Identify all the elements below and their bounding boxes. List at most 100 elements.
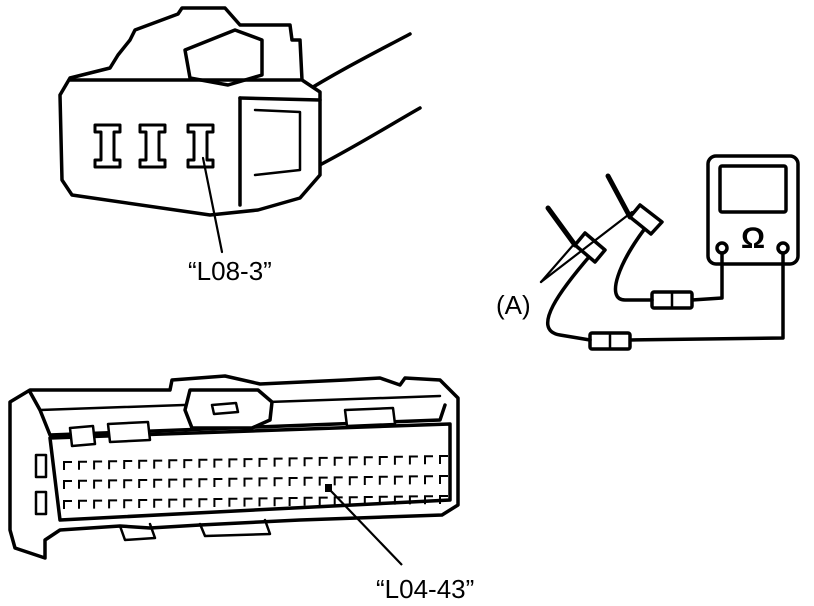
small-connector <box>58 6 422 254</box>
pin-cavity <box>348 476 358 486</box>
pin-cavity <box>123 460 133 469</box>
pin-cavity <box>424 475 433 485</box>
pin-cavity <box>138 459 148 469</box>
leader-line-l04-43 <box>329 489 403 566</box>
connector-wire-upper <box>298 32 412 97</box>
pin-cavity <box>378 495 388 505</box>
pin-cavity <box>439 455 448 464</box>
connector-lock-tab <box>183 28 264 87</box>
pin-cavity <box>408 455 418 465</box>
ohm-symbol: Ω <box>741 222 765 255</box>
pin-cavity-grid <box>63 455 448 509</box>
pin-cavity <box>424 495 433 505</box>
pin-cavity <box>288 477 298 486</box>
pin-cavity <box>183 498 193 508</box>
pin-cavity <box>108 499 118 509</box>
pin-cavity <box>333 476 343 486</box>
pin-cavity <box>393 495 403 505</box>
pin-cavity <box>333 456 343 466</box>
pin-cavity <box>243 497 253 507</box>
large-connector-face <box>48 422 452 522</box>
pin-cavity <box>273 457 283 467</box>
pin-cavity <box>183 459 193 469</box>
pin-cavity <box>198 498 208 508</box>
terminal-slots <box>93 123 215 169</box>
ohmmeter-assembly <box>539 154 800 351</box>
callout-line-a-2 <box>539 210 634 284</box>
label-a: (A) <box>496 290 531 320</box>
test-probe-1 <box>545 205 607 264</box>
connector-wire-lower <box>308 106 422 172</box>
pin-cavity <box>348 496 358 506</box>
pin-cavity <box>288 457 298 467</box>
pin-cavity <box>138 479 148 488</box>
pin-cavity <box>93 479 103 489</box>
terminal-slot-1 <box>93 123 122 169</box>
pin-cavity <box>198 478 208 488</box>
pin-cavity <box>393 455 403 465</box>
pin-cavity <box>363 456 373 466</box>
pin-cavity <box>363 496 373 505</box>
terminal-slot-3 <box>186 123 215 169</box>
pin-cavity <box>123 499 133 509</box>
pin-cavity <box>63 500 72 509</box>
ohmmeter-display <box>718 164 788 214</box>
pin-cavity <box>93 499 103 509</box>
pin-cavity <box>63 480 72 489</box>
pin-cavity <box>108 460 118 470</box>
pin-cavity <box>168 459 178 469</box>
pin-cavity <box>318 496 328 506</box>
pin-cavity <box>138 499 148 508</box>
lead-wire-red <box>690 251 724 302</box>
pin-cavity <box>168 478 178 488</box>
pin-cavity <box>348 456 358 466</box>
pin-cavity <box>228 477 238 487</box>
pin-cavity <box>123 479 133 489</box>
pin-cavity <box>303 476 313 486</box>
pin-cavity <box>153 459 163 469</box>
pin-cavity <box>393 475 403 485</box>
pin-cavity <box>424 455 433 465</box>
label-l08-3: “L08-3” <box>188 256 272 286</box>
pin-cavity <box>378 475 388 485</box>
pin-cavity <box>318 456 328 466</box>
pin-cavity <box>153 498 163 508</box>
pin-cavity <box>258 457 268 467</box>
pin-cavity <box>93 460 103 470</box>
pin-cavity <box>168 498 178 508</box>
pin-cavity <box>213 478 223 487</box>
pin-cavity <box>408 495 418 505</box>
pin-cavity <box>213 458 223 468</box>
pin-cavity <box>333 496 343 506</box>
callout-line-a-1 <box>539 241 577 284</box>
pin-cavity <box>273 477 283 487</box>
label-l04-43: “L04-43” <box>376 574 474 604</box>
leader-line-l08-3 <box>201 156 224 254</box>
pin-cavity <box>78 479 87 489</box>
pin-cavity <box>258 477 268 487</box>
pin-cavity <box>153 478 163 488</box>
lead-wire-black <box>628 251 785 342</box>
pin-cavity <box>273 497 283 507</box>
pin-cavity <box>439 495 448 504</box>
pin-cavity <box>63 461 72 470</box>
large-connector <box>8 374 460 560</box>
pin-cavity <box>408 475 418 485</box>
pin-cavity <box>243 458 253 468</box>
pin-cavity <box>243 477 253 487</box>
pin-cavity <box>183 478 193 488</box>
pin-cavity <box>228 497 238 507</box>
pin-l04-43 <box>325 484 332 492</box>
pin-cavity <box>198 458 208 468</box>
pin-cavity <box>78 499 87 509</box>
pin-cavity <box>228 458 238 468</box>
pin-cavity <box>78 460 87 470</box>
pin-cavity <box>318 476 328 486</box>
pin-cavity <box>303 496 313 506</box>
pin-cavity <box>258 497 268 507</box>
pin-cavity <box>108 479 118 489</box>
pin-cavity <box>213 498 223 507</box>
test-probe-2 <box>605 173 664 236</box>
terminal-slot-2 <box>138 123 167 169</box>
